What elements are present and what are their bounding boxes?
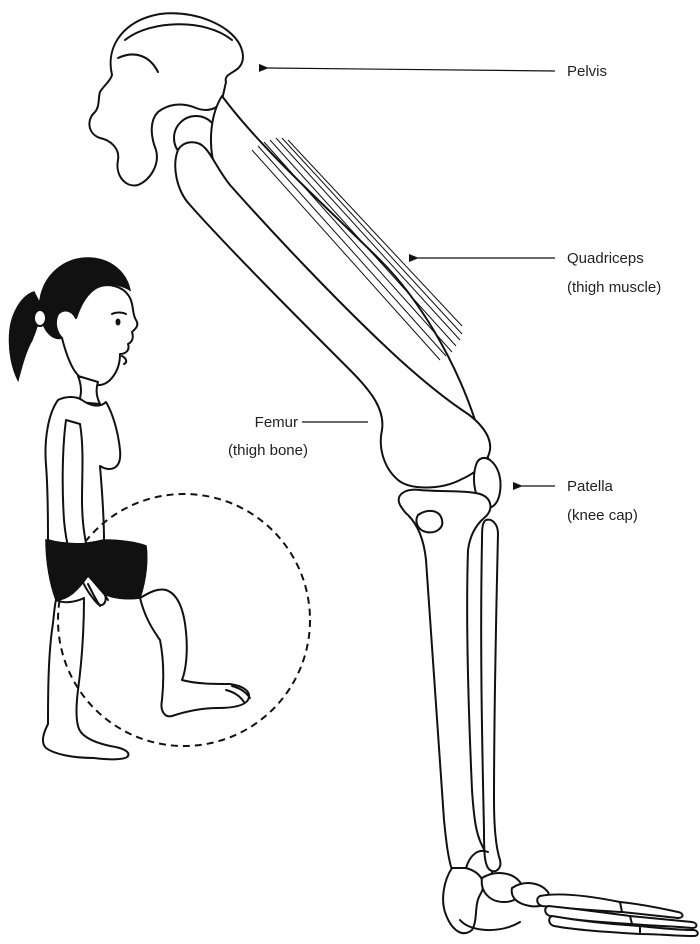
femur-bone	[175, 142, 490, 487]
quadriceps-label-group: Quadriceps (thigh muscle)	[418, 250, 661, 296]
femur-label-group: Femur (thigh bone)	[228, 414, 368, 459]
pelvis-pointer	[268, 68, 555, 71]
pelvis-label: Pelvis	[567, 63, 607, 80]
raised-leg	[140, 589, 249, 716]
femur-label: Femur	[255, 414, 298, 431]
patella-label-group: Patella (knee cap)	[522, 478, 638, 524]
leg-skeleton-icon	[89, 13, 697, 936]
fibula-bone	[481, 520, 500, 872]
pelvis-label-group: Pelvis	[268, 63, 607, 80]
standing-leg	[43, 598, 128, 759]
tibia-bone	[399, 490, 493, 886]
patella-label: Patella	[567, 478, 614, 495]
ponytail	[9, 292, 42, 380]
child-figure-icon	[9, 258, 250, 759]
quadriceps-label: Quadriceps	[567, 250, 644, 267]
femur-sublabel: (thigh bone)	[228, 442, 308, 459]
quadriceps-sublabel: (thigh muscle)	[567, 279, 661, 296]
hair-tie	[34, 310, 46, 326]
eye	[116, 319, 121, 326]
patella-sublabel: (knee cap)	[567, 507, 638, 524]
